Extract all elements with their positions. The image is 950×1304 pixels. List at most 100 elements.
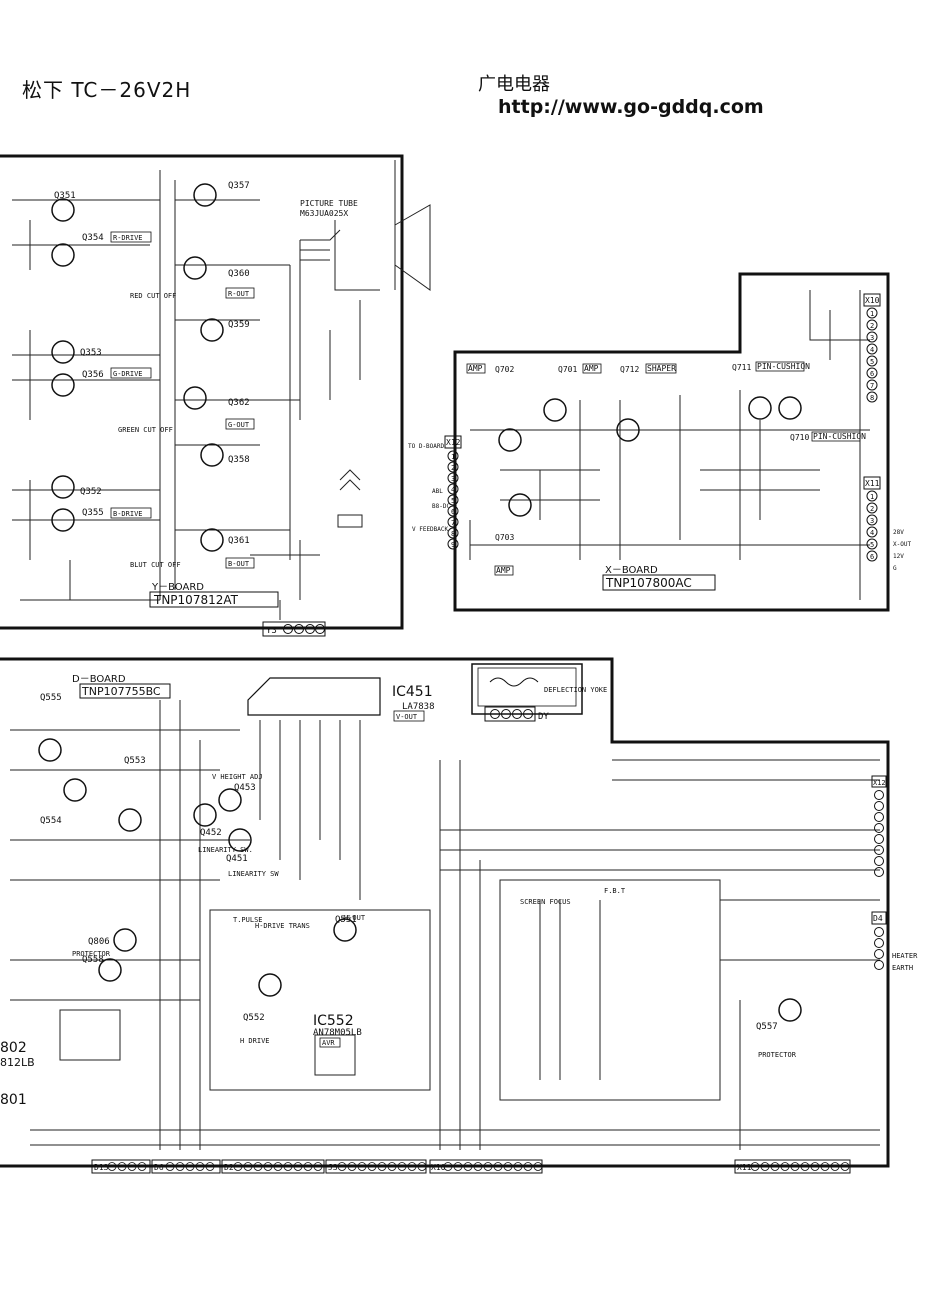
svg-text:12V: 12V [893, 553, 904, 560]
transistor-label: Q359 [228, 320, 250, 330]
svg-text:28V: 28V [893, 529, 904, 536]
transistor-label: Q358 [228, 455, 250, 465]
connector-pin [243, 1162, 253, 1171]
out-label: G-OUT [228, 421, 250, 429]
connector-pin [337, 1162, 347, 1171]
site-url[interactable]: http://www.go-gddq.com [498, 96, 764, 118]
connector-pin [185, 1162, 195, 1171]
svg-text:AN78M05LB: AN78M05LB [313, 1028, 362, 1038]
d-x12-connector: X12 [871, 775, 887, 877]
connector-pin [443, 1162, 453, 1171]
svg-text:G: G [893, 565, 897, 572]
svg-text:6: 6 [451, 508, 455, 516]
svg-text:Y3: Y3 [266, 626, 277, 636]
out-label: R-OUT [228, 290, 250, 298]
svg-text:2: 2 [870, 322, 874, 330]
d-board-label: H DRIVE [240, 1037, 270, 1045]
svg-text:X12: X12 [873, 779, 886, 787]
transistor-label: Q554 [40, 816, 62, 826]
transistor-label: Q451 [226, 854, 248, 864]
transistor-label: Q452 [200, 828, 222, 838]
connector-pin [137, 1162, 147, 1171]
transistor-label: Q551 [335, 915, 357, 925]
connector-pin [397, 1162, 407, 1171]
connector-pin [770, 1162, 780, 1171]
x10-connector: X10 1 2 3 4 5 6 7 8 [863, 293, 881, 403]
transistor-label: Q702 [495, 365, 514, 374]
d-board-label: SCREEN FOCUS [520, 898, 571, 906]
cutoff-label: RED CUT OFF [130, 292, 176, 300]
transistor-label: Q553 [124, 756, 146, 766]
drive-label: B-DRIVE [113, 510, 143, 518]
svg-text:8: 8 [451, 530, 455, 538]
d-board-label: H-DRIVE TRANS [255, 922, 310, 930]
d-board-label: HEATER [892, 952, 918, 960]
transistor-label: Q353 [80, 348, 102, 358]
cutoff-label: BLUT CUT OFF [130, 561, 181, 569]
transistor-label: Q552 [243, 1013, 265, 1023]
connector-pin [263, 1162, 273, 1171]
svg-text:1: 1 [870, 493, 874, 501]
svg-text:4: 4 [870, 346, 874, 354]
transistor-label: Q357 [228, 181, 250, 191]
connector-pin [493, 1162, 503, 1171]
connector-pin [760, 1162, 770, 1171]
transistor-label: Q712 [620, 365, 639, 374]
connector-pin [283, 1162, 293, 1171]
pin-cushion-label: PIN-CUSHION [757, 362, 810, 371]
left-label: 812LB [0, 1056, 35, 1069]
x-board-title: X－BOARD TNP107800AC [602, 565, 716, 591]
d-board-title: D－BOARD TNP107755BC [72, 674, 171, 699]
connector-pin [205, 1162, 215, 1171]
svg-text:9: 9 [451, 541, 455, 549]
connector-pin [165, 1162, 175, 1171]
d-board-label: PROTECTOR [758, 1051, 797, 1059]
connector-pin [347, 1162, 357, 1171]
svg-text:4: 4 [451, 486, 455, 494]
connector-pin [820, 1162, 830, 1171]
connector-pin [303, 1162, 313, 1171]
transistor-label: Q558 [82, 955, 104, 965]
x-board-label: X－BOARD [605, 565, 658, 576]
svg-text:2: 2 [451, 464, 455, 472]
d-board-label: LINEARITY SW. [198, 846, 253, 854]
connector-pin [357, 1162, 367, 1171]
bottom-connector-strip: D13 D6 D2 J3 X10 X11 [91, 1159, 851, 1174]
amp-label: AMP [584, 364, 599, 373]
ic451: IC451 LA7838 V-OUT [247, 677, 435, 722]
svg-text:4: 4 [870, 529, 874, 537]
connector-pin [387, 1162, 397, 1171]
connector-pin [117, 1162, 127, 1171]
svg-text:7: 7 [870, 382, 874, 390]
svg-text:5: 5 [870, 541, 874, 549]
connector-pin [313, 1162, 323, 1171]
connector-pin [233, 1162, 243, 1171]
x12-side-label: TO D-BOARD [408, 443, 445, 450]
svg-text:X10: X10 [431, 1163, 446, 1172]
x11-connector: X11 1 2 3 4 5 6 28V X-OUT 12V G [863, 476, 911, 572]
d-board-part: TNP107755BC [81, 685, 161, 698]
transistor-label: Q703 [495, 533, 514, 542]
connector-pin [750, 1162, 760, 1171]
connector-pin [253, 1162, 263, 1171]
svg-text:5: 5 [870, 358, 874, 366]
transistor-label: Q806 [88, 937, 110, 947]
svg-text:1: 1 [451, 453, 455, 461]
svg-text:X11: X11 [865, 479, 880, 488]
svg-text:X10: X10 [865, 296, 880, 305]
transistor-label: Q360 [228, 269, 250, 279]
d4-connector: D4 [871, 911, 887, 970]
connector-pin [830, 1162, 840, 1171]
svg-text:X12: X12 [446, 438, 461, 447]
transistor-label: Q351 [54, 191, 76, 201]
ic552: IC552 AN78M05LB AVR [313, 1013, 362, 1048]
drive-label: R-DRIVE [113, 234, 143, 242]
transistor-label: Q453 [234, 783, 256, 793]
connector-pin [367, 1162, 377, 1171]
svg-text:1: 1 [870, 310, 874, 318]
site-name: 广电电器 [478, 74, 550, 95]
out-label: B-OUT [228, 560, 250, 568]
svg-text:8: 8 [870, 394, 874, 402]
connector-pin [127, 1162, 137, 1171]
